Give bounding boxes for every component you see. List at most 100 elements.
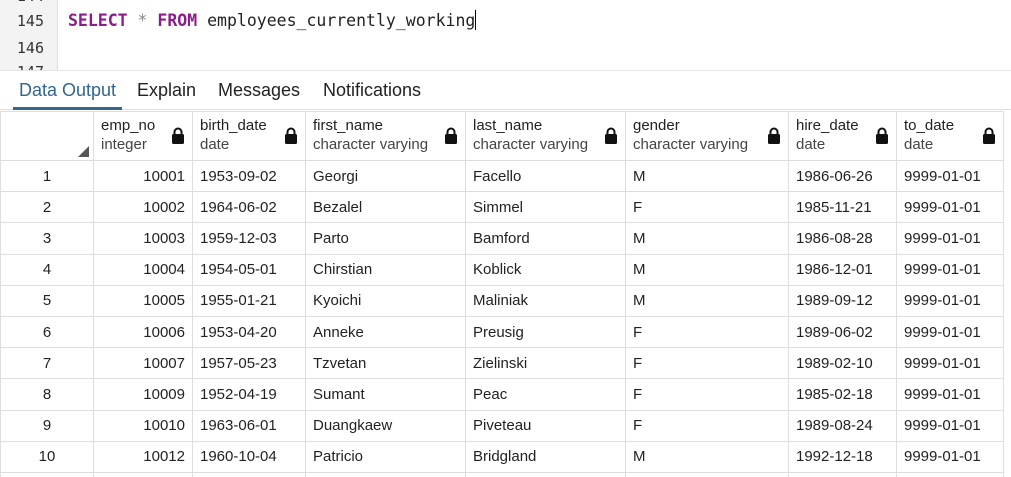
cell-to-date[interactable]: 9999-01-01 (896, 284, 1004, 317)
cell-emp-no[interactable]: 10009 (93, 378, 193, 411)
cell-to-date[interactable]: 9999-01-01 (896, 191, 1004, 224)
cell-first-name[interactable]: Sumant (305, 378, 466, 411)
cell-hire-date[interactable]: 1989-08-24 (788, 409, 897, 442)
cell-last-name[interactable]: Peac (465, 378, 626, 411)
cell-birth-date[interactable]: 1959-12-03 (192, 222, 306, 255)
cell-hire-date[interactable]: 1989-09-12 (788, 284, 897, 317)
cell-birth-date[interactable]: 1952-04-19 (192, 378, 306, 411)
cell-first-name[interactable]: Tzvetan (305, 347, 466, 380)
cell-hire-date[interactable]: 1989-02-10 (788, 347, 897, 380)
cell-gender[interactable]: M (625, 284, 789, 317)
cell-birth-date[interactable]: 1960-10-04 (192, 440, 306, 473)
cell-to-date[interactable]: 9999-01-01 (896, 347, 1004, 380)
cell-gender[interactable]: M (625, 222, 789, 255)
tab-messages[interactable]: Messages (218, 80, 301, 100)
cell-last-name[interactable]: Maliniak (465, 284, 626, 317)
cell-to-date[interactable]: 9999-01-01 (896, 440, 1004, 473)
cell-gender[interactable]: F (625, 378, 789, 411)
cell-hire-date[interactable]: 1986-06-26 (788, 159, 897, 193)
cell-to-date[interactable]: 9999-01-01 (896, 159, 1004, 193)
cell-emp-no[interactable]: 10001 (93, 159, 193, 193)
cell-gender[interactable]: F (625, 315, 789, 349)
cell-emp-no[interactable]: 10007 (93, 347, 193, 380)
cell-emp-no[interactable]: 10003 (93, 222, 193, 255)
cell-birth-date[interactable]: 1953-04-20 (192, 315, 306, 349)
cell-gender[interactable]: F (625, 191, 789, 224)
row-number[interactable]: 9 (0, 409, 94, 442)
cell-birth-date[interactable]: 1957-05-23 (192, 347, 306, 380)
tab-data-output[interactable]: Data Output (13, 71, 123, 110)
cell-birth-date[interactable]: 1954-05-01 (192, 253, 306, 286)
tab-explain[interactable]: Explain (137, 80, 197, 100)
cell-first-name[interactable]: Bezalel (305, 191, 466, 224)
cell-to-date[interactable]: 9999-01-01 (896, 409, 1004, 442)
sql-query-line[interactable]: SELECT * FROM employees_currently_workin… (68, 10, 477, 32)
cell-gender[interactable]: M (625, 159, 789, 193)
row-number[interactable]: 5 (0, 284, 94, 317)
cell-emp-no[interactable]: 10010 (93, 409, 193, 442)
cell-first-name[interactable]: Kyoichi (305, 284, 466, 317)
cell-hire-date[interactable]: 1992-12-18 (788, 440, 897, 473)
cell-emp-no[interactable]: 10006 (93, 315, 193, 349)
cell-to-date[interactable]: 9999-01-01 (896, 253, 1004, 286)
row-number[interactable]: 8 (0, 378, 94, 411)
row-number[interactable]: 3 (0, 222, 94, 255)
cell-to-date[interactable]: 9999-01-01 (896, 222, 1004, 255)
cell-first-name[interactable]: Anneke (305, 315, 466, 349)
cell-last-name[interactable]: Bamford (465, 222, 626, 255)
cell-gender[interactable]: F (625, 347, 789, 380)
cell-emp-no[interactable]: 10012 (93, 440, 193, 473)
cell-first-name[interactable]: Georgi (305, 159, 466, 193)
row-number[interactable]: 6 (0, 315, 94, 349)
cell-last-name[interactable]: Preusig (465, 315, 626, 349)
row-number[interactable]: 7 (0, 347, 94, 380)
cell-birth-date[interactable]: 1964-06-02 (192, 191, 306, 224)
cell-emp-no[interactable]: 10004 (93, 253, 193, 286)
cell-hire-date[interactable]: 1986-12-01 (788, 253, 897, 286)
cell-to-date[interactable]: 9999-01-01 (896, 378, 1004, 411)
cell-first-name[interactable]: Duangkaew (305, 409, 466, 442)
row-number[interactable]: 10 (0, 440, 94, 473)
cell-first-name[interactable]: Chirstian (305, 253, 466, 286)
cell-emp-no[interactable]: 10005 (93, 284, 193, 317)
cell-birth-date[interactable]: 1953-09-02 (192, 159, 306, 193)
cell-last-name[interactable]: Koblick (465, 253, 626, 286)
cell-hire-date[interactable]: 1985-11-21 (788, 191, 897, 224)
cell-last-name[interactable]: Bridgland (465, 440, 626, 473)
cell-last-name[interactable]: Simmel (465, 191, 626, 224)
cell-birth-date[interactable]: 1963-06-01 (192, 409, 306, 442)
cell-emp-no[interactable]: 10002 (93, 191, 193, 224)
row-number[interactable]: 1 (0, 159, 94, 193)
cell-hire-date[interactable]: 1986-08-28 (788, 222, 897, 255)
tab-notifications[interactable]: Notifications (323, 80, 422, 100)
cell-last-name[interactable]: Zielinski (465, 347, 626, 380)
cell-last-name[interactable]: Facello (465, 159, 626, 193)
cell-gender[interactable]: M (625, 253, 789, 286)
cell-first-name[interactable]: Parto (305, 222, 466, 255)
cell-gender[interactable]: M (625, 440, 789, 473)
cell-last-name[interactable]: Piveteau (465, 409, 626, 442)
cell-hire-date[interactable]: 1985-02-18 (788, 378, 897, 411)
cell-birth-date[interactable]: 1955-01-21 (192, 284, 306, 317)
cell-to-date[interactable]: 9999-01-01 (896, 315, 1004, 349)
select-all-corner[interactable] (0, 111, 94, 161)
cell-gender[interactable]: F (625, 409, 789, 442)
cell-first-name[interactable]: Patricio (305, 440, 466, 473)
cell-hire-date[interactable]: 1989-06-02 (788, 315, 897, 349)
